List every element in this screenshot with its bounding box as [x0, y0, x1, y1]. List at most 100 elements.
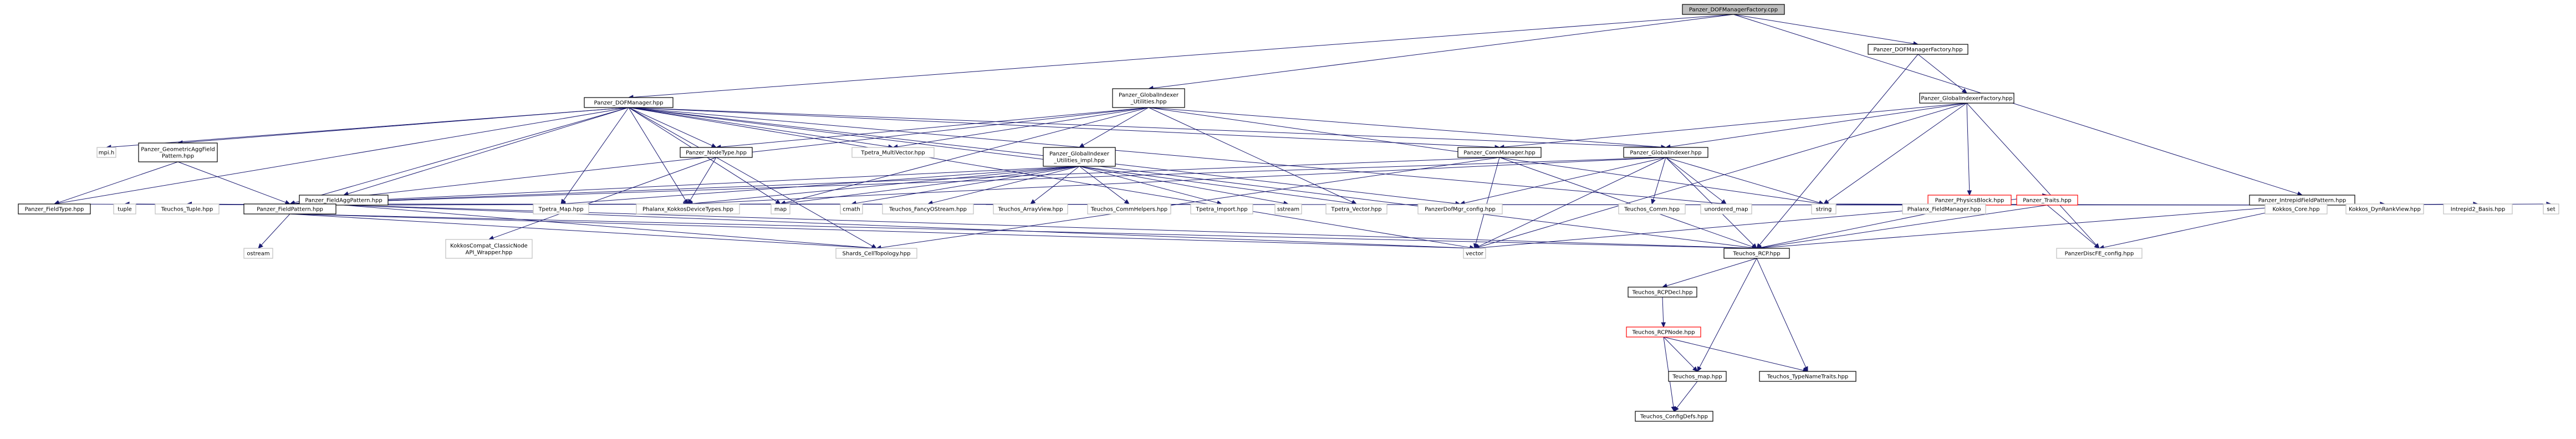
node-dofmgr[interactable]: Panzer_DOFManager.hpp	[584, 97, 674, 108]
node-root[interactable]: Panzer_DOFManagerFactory.cpp	[1682, 4, 1785, 15]
node-cmath: cmath	[840, 203, 863, 215]
edge-line	[1079, 166, 1218, 203]
node-ostream: ostream	[243, 248, 273, 259]
node-fieldtype[interactable]: Panzer_FieldType.hpp	[18, 203, 91, 215]
node-box	[243, 248, 273, 259]
node-kokkoscore: Kokkos_Core.hpp	[2264, 203, 2328, 215]
node-rcpnode[interactable]: Teuchos_RCPNode.hpp	[1626, 326, 1701, 338]
edge-gidxutil-to-gidx	[1148, 107, 1667, 150]
node-label: Tpetra_Vector.hpp	[1331, 207, 1382, 213]
node-intrepid[interactable]: Panzer_IntrepidFieldPattern.hpp	[2249, 195, 2355, 206]
node-nodetype[interactable]: Panzer_NodeType.hpp	[680, 147, 753, 158]
edge-line	[692, 157, 1666, 205]
edge-line	[628, 107, 1722, 204]
node-configdefs[interactable]: Teuchos_ConfigDefs.hpp	[1635, 411, 1713, 422]
edge-line	[1663, 336, 1804, 371]
node-box	[1700, 203, 1752, 215]
node-label: Shards_CellTopology.hpp	[843, 251, 911, 257]
node-gidxutil[interactable]: Panzer_GlobalIndexer_Utilities.hpp	[1112, 88, 1185, 108]
edge-line	[1079, 166, 1126, 202]
edge-line	[58, 107, 629, 204]
node-box	[835, 248, 917, 259]
node-label: Panzer_FieldPattern.hpp	[257, 207, 323, 213]
node-box	[584, 97, 674, 108]
edge-line	[1733, 14, 2298, 195]
arrow-head	[711, 143, 717, 148]
edge-gidx-to-phalanxkdt	[687, 157, 1666, 206]
edge-line	[1665, 157, 1754, 246]
node-map: map	[771, 203, 790, 215]
node-connmgr[interactable]: Panzer_ConnManager.hpp	[1457, 147, 1542, 158]
node-label: Panzer_NodeType.hpp	[686, 150, 747, 156]
node-box	[2345, 203, 2424, 215]
arrow-head	[1078, 143, 1085, 148]
node-label: Panzer_DOFManagerFactory.hpp	[1873, 47, 1962, 53]
node-box	[1325, 203, 1388, 215]
edge-line	[1666, 258, 1757, 287]
node-label: Teuchos_map.hpp	[1672, 374, 1722, 380]
edge-line	[1756, 258, 1807, 367]
edge-line	[880, 157, 1500, 248]
node-box	[1274, 203, 1302, 215]
edge-geomagg-to-fieldpattern	[177, 161, 291, 205]
arrow-head	[1030, 199, 1036, 205]
node-label: Panzer_GlobalIndexer	[1119, 93, 1179, 99]
node-ptraits[interactable]: Panzer_Traits.hpp	[2016, 195, 2078, 206]
edge-line	[1759, 54, 1919, 246]
node-box	[2543, 203, 2559, 215]
node-label: _Utilities_impl.hpp	[1053, 158, 1105, 164]
node-tvector: Tpetra_Vector.hpp	[1325, 203, 1388, 215]
node-fieldagg[interactable]: Panzer_FieldAggPattern.hpp	[299, 195, 389, 206]
node-label: Tpetra_Map.hpp	[538, 207, 583, 213]
edge-nodetype-to-phalanxkdt	[687, 157, 717, 205]
edge-line	[58, 161, 178, 203]
edge-fieldpattern-to-shards	[289, 213, 878, 251]
node-rcp[interactable]: Teuchos_RCP.hpp	[1723, 248, 1790, 259]
node-gidxutilimpl[interactable]: Panzer_GlobalIndexer_Utilities_impl.hpp	[1043, 147, 1116, 167]
node-fieldpattern[interactable]: Panzer_FieldPattern.hpp	[243, 203, 336, 215]
node-label: Panzer_Traits.hpp	[2023, 198, 2072, 204]
node-tmap: Tpetra_Map.hpp	[533, 203, 589, 215]
node-gidxfac[interactable]: Panzer_GlobalIndexerFactory.hpp	[1919, 93, 2014, 104]
node-arrayview: Teuchos_ArrayView.hpp	[993, 203, 1068, 215]
edge-line	[1478, 157, 1666, 247]
edge-gidx-to-unorderedmap	[1665, 157, 1727, 205]
node-commhelpers: Teuchos_CommHelpers.hpp	[1087, 203, 1171, 215]
node-physblock[interactable]: Panzer_PhysicsBlock.hpp	[1927, 195, 2012, 206]
node-intrepidbasis: Intrepid2_Basis.hpp	[2443, 203, 2513, 215]
node-label: Panzer_DOFManagerFactory.cpp	[1689, 7, 1778, 13]
edge-line	[932, 166, 1080, 203]
edge-line	[289, 213, 1753, 249]
node-typenametraits[interactable]: Teuchos_TypeNameTraits.hpp	[1759, 371, 1856, 382]
edge-nodetype-to-kokkoscompat	[488, 157, 717, 241]
edge-line	[1966, 103, 2096, 246]
edge-ptraits-to-discfe	[2047, 205, 2100, 249]
node-label: Panzer_GeometricAggField	[141, 147, 215, 153]
node-label: Intrepid2_Basis.hpp	[2451, 207, 2506, 213]
node-box	[2264, 203, 2328, 215]
node-tmv: Tpetra_MultiVector.hpp	[851, 147, 935, 158]
edge-line	[1503, 103, 1967, 147]
edge-line	[343, 205, 1471, 249]
node-dofmgrfac[interactable]: Panzer_DOFManagerFactory.hpp	[1868, 44, 1968, 55]
node-box	[2056, 248, 2143, 259]
node-gidx[interactable]: Panzer_GlobalIndexer.hpp	[1623, 147, 1708, 158]
node-label: KokkosCompat_ClassicNode	[450, 243, 528, 249]
node-box	[1618, 203, 1686, 215]
edge-dofmgr-to-unorderedmap	[628, 107, 1727, 206]
edge-dofmgr-to-connmgr	[628, 107, 1501, 150]
node-rcpdecl[interactable]: Teuchos_RCPDecl.hpp	[1628, 287, 1697, 298]
edge-line	[632, 14, 1734, 98]
edge-line	[294, 157, 1666, 205]
node-box	[1190, 203, 1253, 215]
node-tmap2[interactable]: Teuchos_map.hpp	[1668, 371, 1727, 382]
edge-line	[690, 157, 717, 201]
node-box	[1043, 147, 1116, 167]
edge-dofmgr-to-vector	[628, 107, 1476, 250]
node-sstream: sstream	[1274, 203, 1302, 215]
node-label: Panzer_GlobalIndexer.hpp	[1630, 150, 1701, 156]
edge-dofmgr-to-fieldagg	[343, 107, 629, 196]
arrow-head	[1967, 190, 1972, 196]
